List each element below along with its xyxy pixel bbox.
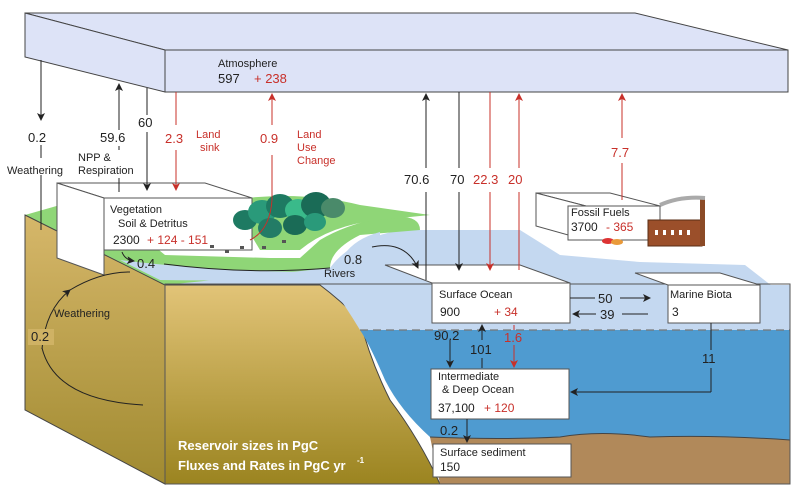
vegetation-natural: 2300 xyxy=(113,233,140,247)
flux-value: 59.6 xyxy=(100,130,125,145)
fossil-fuels-anthro: - 365 xyxy=(606,220,634,234)
flux-value: 101 xyxy=(470,342,492,357)
flux-label: Rivers xyxy=(324,268,356,280)
car-icon xyxy=(611,239,623,245)
units-legend: Reservoir sizes in PgC Fluxes and Rates … xyxy=(178,438,365,473)
atmosphere-natural: 597 xyxy=(218,71,240,86)
flux-value: 11 xyxy=(702,351,716,366)
marine-biota-reservoir: Marine Biota 3 xyxy=(634,272,761,324)
flux-value: 0.9 xyxy=(260,131,278,146)
flux-from-marine-biota: 39 xyxy=(572,307,648,322)
sediment-natural: 150 xyxy=(440,460,460,474)
forest-illustration xyxy=(210,192,345,253)
fossil-fuels-reservoir: Fossil Fuels 3700 - 365 xyxy=(535,192,706,247)
soil-front-face xyxy=(164,284,441,485)
flux-value: 0.8 xyxy=(344,252,362,267)
flux-npp-respiration: 59.6 NPP & Respiration xyxy=(77,83,137,192)
flux-label-2: Use xyxy=(297,142,317,154)
surface-ocean-natural: 900 xyxy=(440,305,460,319)
sediment-label: Surface sediment xyxy=(440,447,526,459)
marine-biota-label: Marine Biota xyxy=(670,289,733,301)
flux-label-2: sink xyxy=(200,142,220,154)
ocean-deep-layer xyxy=(360,330,790,440)
atmosphere-anthro: + 238 xyxy=(254,71,287,86)
deep-ocean-natural: 37,100 xyxy=(438,401,475,415)
flux-value: 39 xyxy=(600,307,614,322)
flux-label-1: Land xyxy=(196,129,220,141)
deep-ocean-reservoir: Intermediate & Deep Ocean 37,100 + 120 xyxy=(430,368,570,420)
flux-value: 0.2 xyxy=(28,130,46,145)
flux-value: 20 xyxy=(508,172,522,187)
flux-value: 90.2 xyxy=(434,328,459,343)
surface-ocean-label: Surface Ocean xyxy=(439,289,512,301)
surface-ocean-anthro: + 34 xyxy=(494,305,518,319)
flux-rivers-vegetation: 0.4 xyxy=(121,251,331,272)
marine-biota-natural: 3 xyxy=(672,305,679,319)
deep-ocean-label-1: Intermediate xyxy=(438,371,499,383)
deep-ocean-anthro: + 120 xyxy=(484,401,515,415)
flux-value: 22.3 xyxy=(473,172,498,187)
legend-line-2: Fluxes and Rates in PgC yr xyxy=(178,458,346,473)
flux-weathering-atm: 0.2 Weathering xyxy=(7,60,63,230)
atmosphere-reservoir: Atmosphere 597 + 238 xyxy=(24,12,789,93)
flux-ocean-uptake: 70 xyxy=(450,92,464,271)
flux-downwelling: 90.2 xyxy=(434,328,459,368)
flux-value: 0.4 xyxy=(137,256,155,271)
flux-value: 60 xyxy=(138,115,152,130)
flux-to-sediment: 0.2 xyxy=(440,419,471,443)
flux-ocean-anthro-uptake: 22.3 xyxy=(473,92,498,271)
flux-anthro-downward: 1.6 xyxy=(504,325,522,368)
legend-superscript: -1 xyxy=(357,456,365,465)
flux-value: 0.2 xyxy=(440,423,458,438)
factory-icon xyxy=(647,195,706,247)
flux-label-1: Land xyxy=(297,129,321,141)
flux-value: 0.2 xyxy=(31,329,49,344)
flux-value: 70 xyxy=(450,172,464,187)
vegetation-anthro: + 124 - 151 xyxy=(147,233,208,247)
flux-value: 50 xyxy=(598,291,612,306)
flux-label-2: Respiration xyxy=(78,165,134,177)
fossil-fuels-natural: 3700 xyxy=(571,220,598,234)
flux-rivers: 0.8 Rivers xyxy=(324,245,419,280)
flux-label: Weathering xyxy=(54,308,110,320)
flux-value: 1.6 xyxy=(504,330,522,345)
river xyxy=(120,232,380,281)
flux-label: Weathering xyxy=(7,165,63,177)
flux-ocean-anthro-outgassing: 20 xyxy=(508,93,523,270)
flux-value: 7.7 xyxy=(611,145,629,160)
flux-vegetation-uptake: 60 xyxy=(138,88,152,191)
flux-fossil-emissions: 7.7 xyxy=(611,93,629,200)
fossil-fuels-label: Fossil Fuels xyxy=(571,207,630,219)
atmosphere-label: Atmosphere xyxy=(218,58,277,70)
flux-weathering-rock: 0.2 Weathering xyxy=(28,271,144,406)
flux-land-sink: 2.3 Land sink xyxy=(165,92,220,191)
flux-value: 70.6 xyxy=(404,172,429,187)
flux-biological-pump: 11 xyxy=(570,323,716,396)
soil-detritus-label: Soil & Detritus xyxy=(118,218,188,230)
flux-value: 2.3 xyxy=(165,131,183,146)
deep-ocean-label-2: & Deep Ocean xyxy=(442,384,514,396)
flux-label-3: Change xyxy=(297,155,336,167)
car-icon xyxy=(602,238,614,244)
flux-upwelling: 101 xyxy=(470,324,492,368)
legend-line-1: Reservoir sizes in PgC xyxy=(178,438,319,453)
vegetation-label: Vegetation xyxy=(110,204,162,216)
sediment-reservoir: Surface sediment 150 xyxy=(432,443,572,478)
flux-label-1: NPP & xyxy=(78,152,111,164)
flux-ocean-outgassing: 70.6 xyxy=(404,93,430,280)
surface-ocean-reservoir: Surface Ocean 900 + 34 xyxy=(384,264,571,324)
flux-to-marine-biota: 50 xyxy=(570,291,651,306)
flux-land-use-change: 0.9 Land Use Change xyxy=(249,93,336,241)
vegetation-reservoir: Vegetation Soil & Detritus 2300 + 124 - … xyxy=(56,182,253,276)
